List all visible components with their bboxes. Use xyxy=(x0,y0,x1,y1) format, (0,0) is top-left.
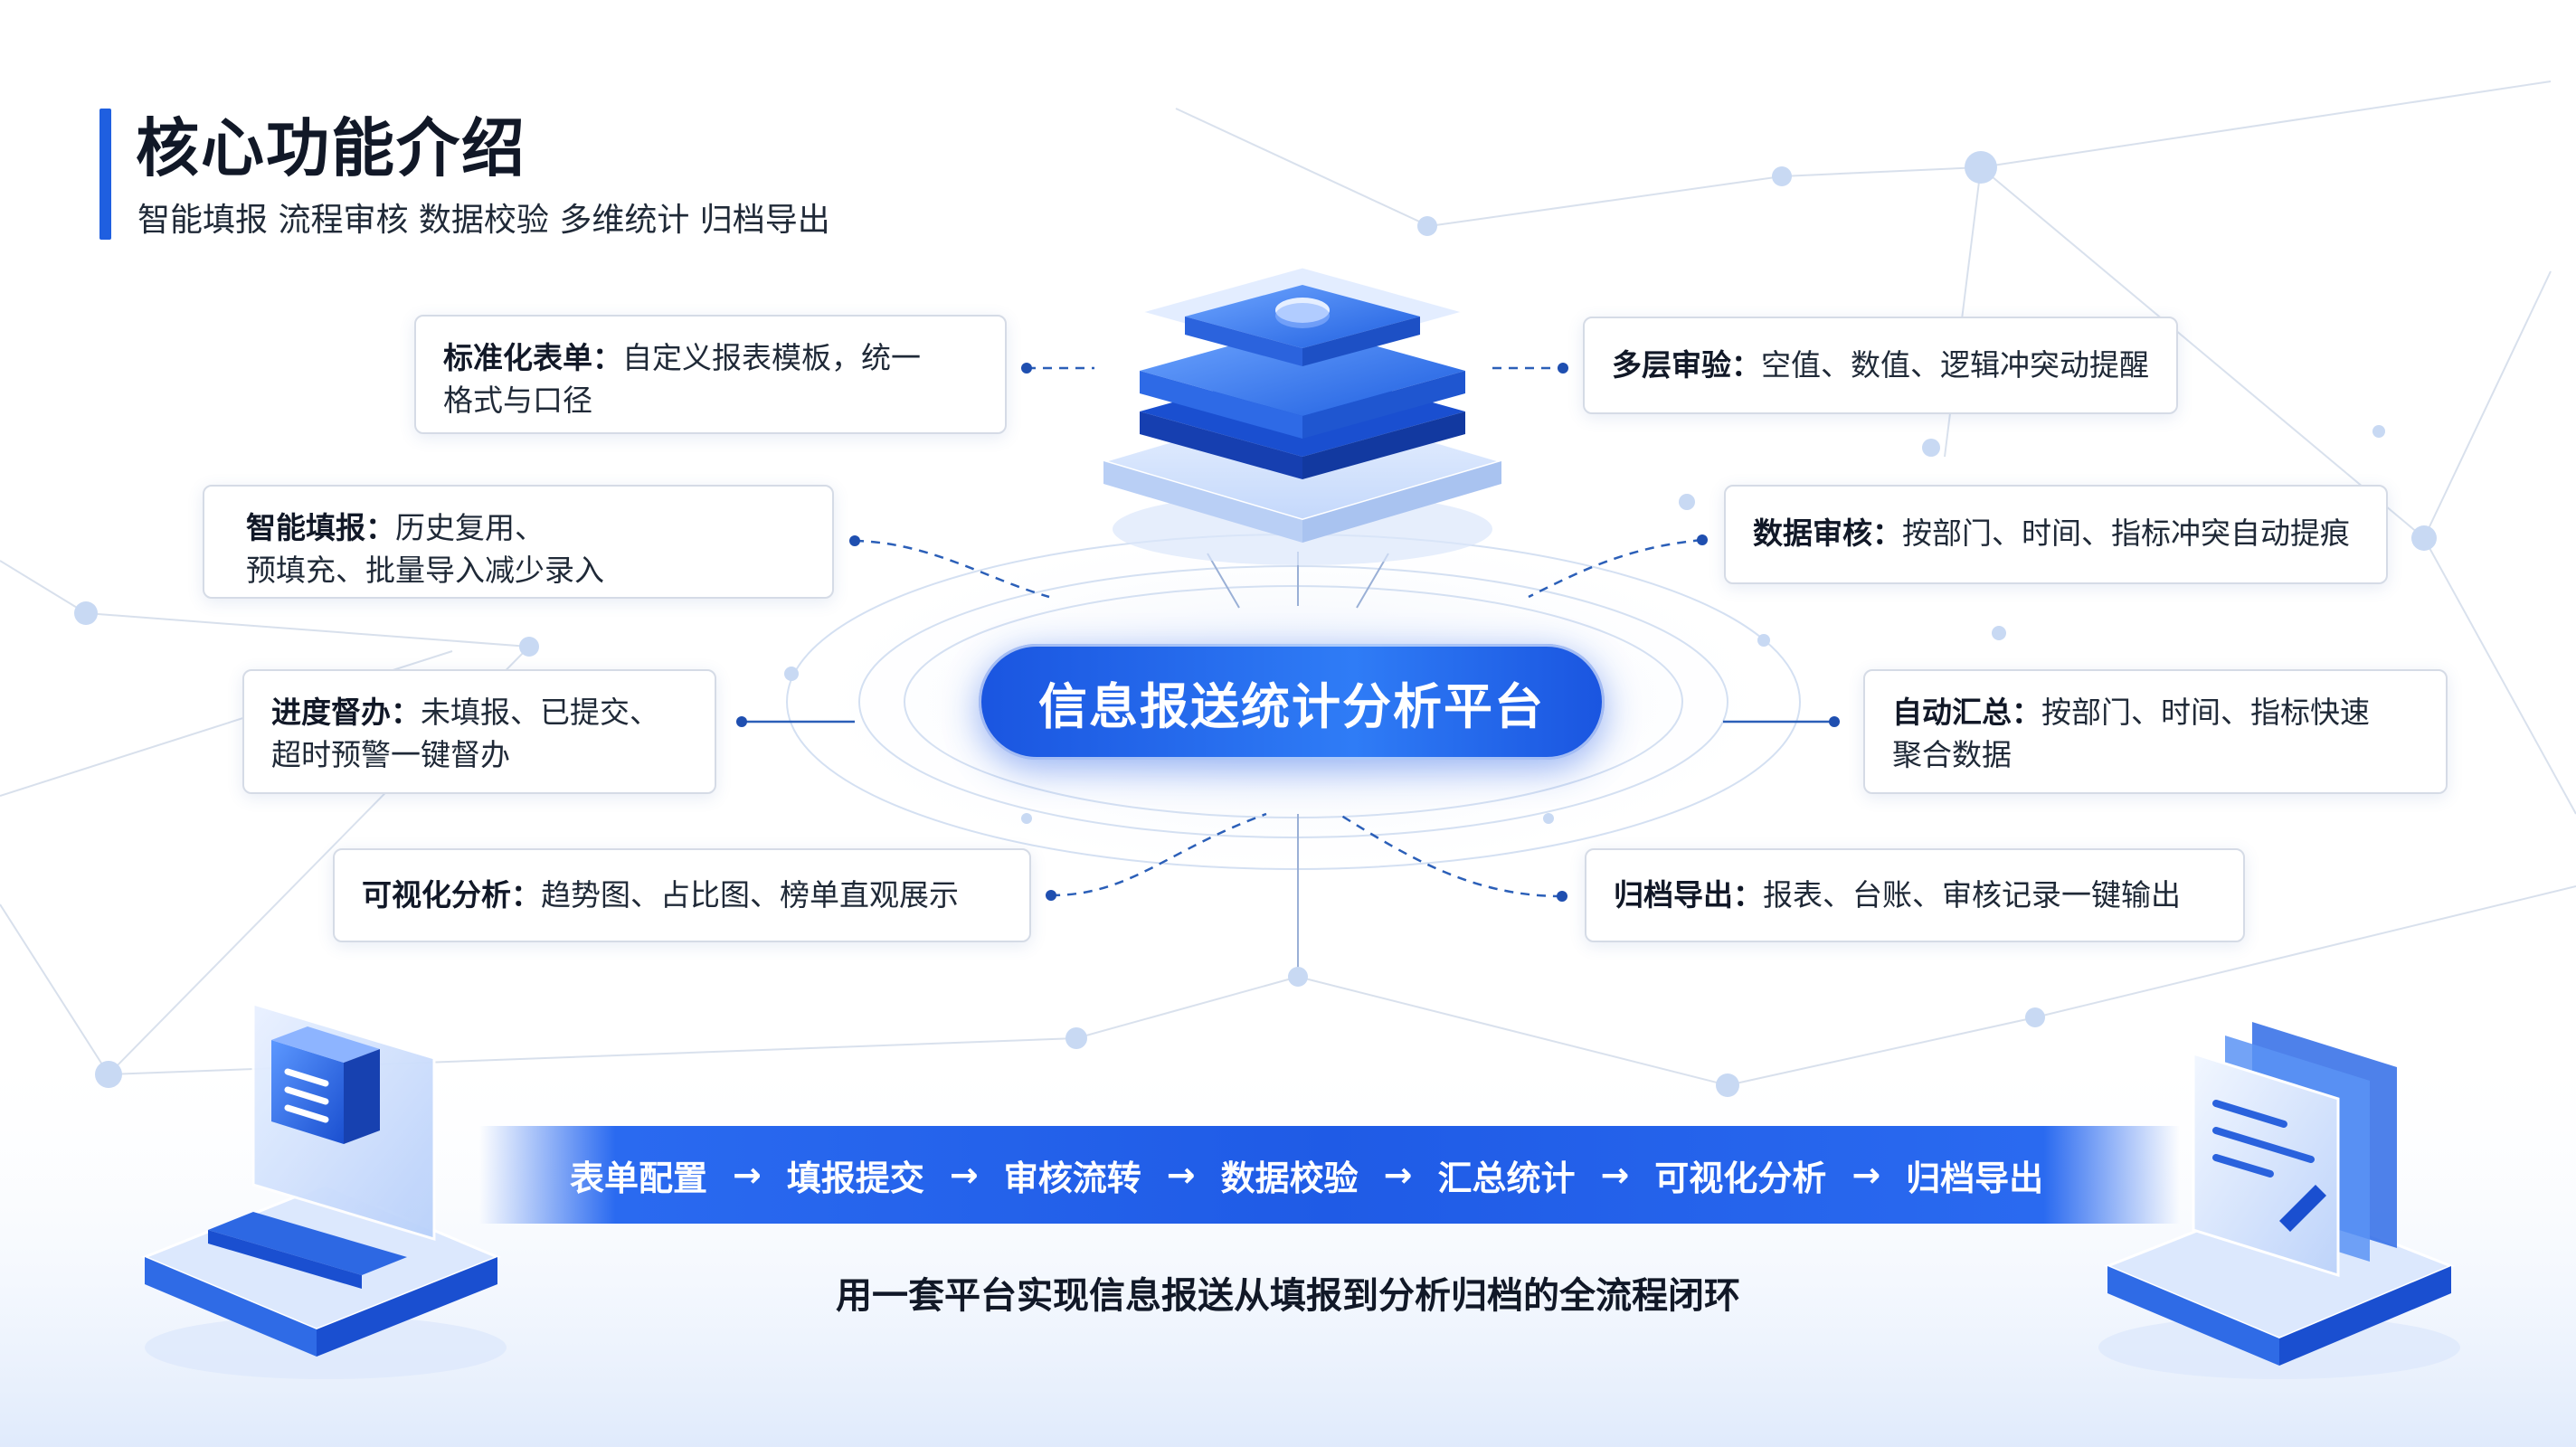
feature-desc: 自定义报表模板，统一 格式与口径 xyxy=(443,340,921,418)
feature-desc: 空值、数值、逻辑冲突动提醒 xyxy=(1761,347,2149,383)
page-subtitle: 智能填报 流程审核 数据校验 多维统计 归档导出 xyxy=(137,202,830,239)
feature-name: 归档导出： xyxy=(1614,877,1763,913)
title-accent-bar xyxy=(99,109,111,240)
feature-card-progress-supervision[interactable]: 进度督办：未填报、已提交、 超时预警一键督办 xyxy=(242,669,716,794)
feature-desc: 按部门、时间、指标冲突自动提痕 xyxy=(1902,515,2350,551)
process-flow-band xyxy=(479,1126,2180,1224)
feature-desc: 按部门、时间、指标快速 聚合数据 xyxy=(1892,695,2370,772)
flow-step: 审核流转 xyxy=(1003,1158,1141,1198)
feature-card-archive-export[interactable]: 归档导出：报表、台账、审核记录一键输出 xyxy=(1585,848,2245,942)
flow-step: 归档导出 xyxy=(1906,1158,2044,1198)
flow-step: 可视化分析 xyxy=(1654,1158,1827,1198)
feature-desc: 趋势图、占比图、榜单直观展示 xyxy=(541,877,959,913)
laptop-cube-icon xyxy=(141,1001,507,1379)
feature-name: 数据审核： xyxy=(1753,515,1902,551)
feature-card-standard-form[interactable]: 标准化表单：自定义报表模板，统一 格式与口径 xyxy=(414,315,1007,434)
feature-name: 进度督办： xyxy=(271,695,421,730)
flow-arrow-icon: → xyxy=(949,1155,979,1195)
feature-name: 自动汇总： xyxy=(1892,695,2041,730)
page-title: 核心功能介绍 xyxy=(136,111,526,185)
feature-name: 标准化表单： xyxy=(443,340,622,375)
process-flow: 表单配置 → 填报提交 → 审核流转 → 数据校验 → 汇总统计 → 可视化分析… xyxy=(570,1126,2043,1224)
feature-name: 可视化分析： xyxy=(362,877,541,913)
feature-desc: 历史复用、 预填充、批量导入减少录入 xyxy=(246,510,604,588)
flow-arrow-icon: → xyxy=(1383,1155,1413,1195)
flow-arrow-icon: → xyxy=(1852,1155,1881,1195)
flow-arrow-icon: → xyxy=(1600,1155,1630,1195)
flow-step: 数据校验 xyxy=(1220,1158,1359,1198)
feature-name: 多层审验： xyxy=(1612,347,1761,383)
tagline: 用一套平台实现信息报送从填报到分析归档的全流程闭环 xyxy=(836,1275,1740,1317)
flow-arrow-icon: → xyxy=(733,1155,762,1195)
feature-card-multilevel-review[interactable]: 多层审验：空值、数值、逻辑冲突动提醒 xyxy=(1583,317,2178,414)
document-stack-icon xyxy=(2098,1022,2460,1379)
feature-card-auto-summary[interactable]: 自动汇总：按部门、时间、指标快速 聚合数据 xyxy=(1863,669,2448,794)
server-stack-icon xyxy=(1098,265,1507,565)
feature-card-smart-fill[interactable]: 智能填报：历史复用、 预填充、批量导入减少录入 xyxy=(203,485,834,599)
feature-card-visual-analysis[interactable]: 可视化分析：趋势图、占比图、榜单直观展示 xyxy=(333,848,1031,942)
feature-card-data-audit[interactable]: 数据审核：按部门、时间、指标冲突自动提痕 xyxy=(1724,485,2388,584)
flow-step: 汇总统计 xyxy=(1437,1158,1576,1198)
feature-name: 智能填报： xyxy=(246,510,395,545)
feature-desc: 报表、台账、审核记录一键输出 xyxy=(1763,877,2181,913)
platform-hub[interactable]: 信息报送统计分析平台 xyxy=(979,644,1605,760)
flow-step: 表单配置 xyxy=(570,1158,708,1198)
flow-arrow-icon: → xyxy=(1166,1155,1196,1195)
feature-desc: 未填报、已提交、 超时预警一键督办 xyxy=(271,695,659,772)
flow-step: 填报提交 xyxy=(786,1158,924,1198)
